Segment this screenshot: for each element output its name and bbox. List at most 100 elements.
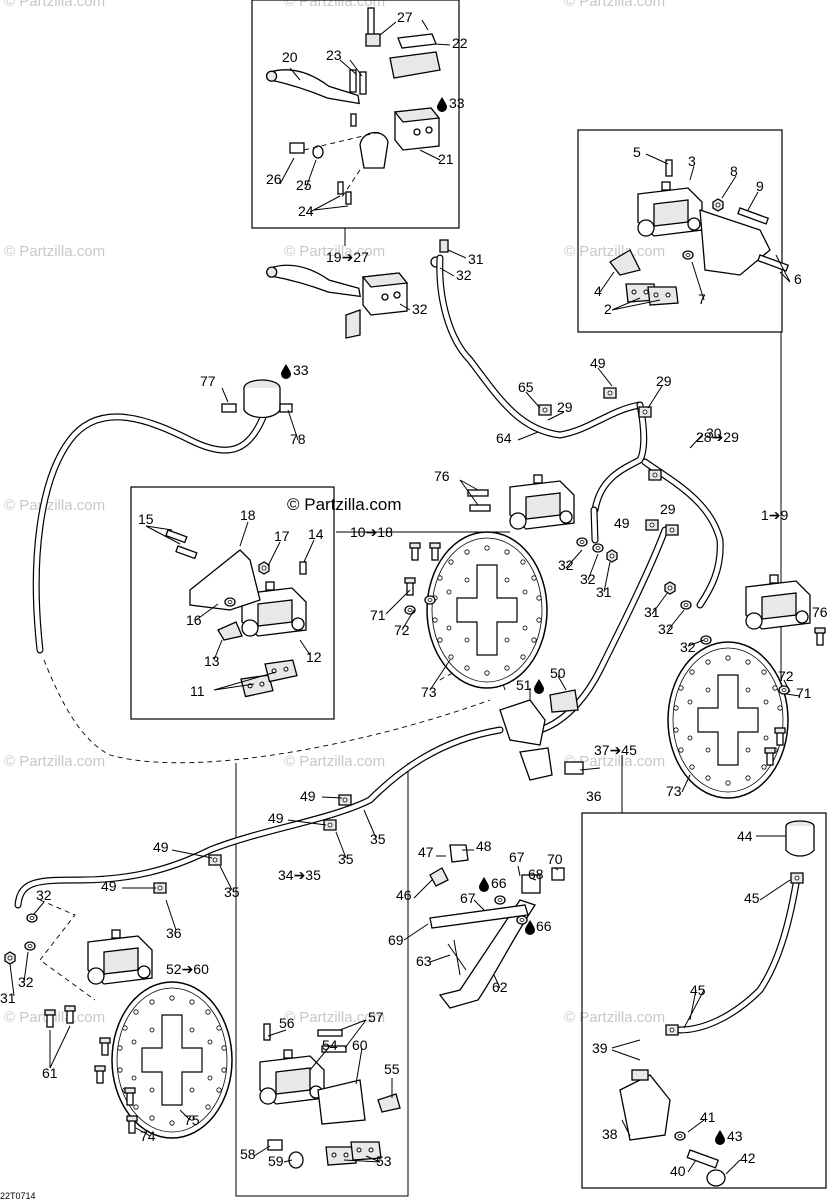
callout-33b: 33: [293, 362, 309, 378]
callout-19-to-27: 19➔27: [326, 249, 369, 265]
callout-38: 38: [602, 1126, 618, 1142]
callout-74: 74: [140, 1128, 156, 1144]
callout-32f: 32: [680, 639, 696, 655]
callout-21: 21: [438, 151, 454, 167]
callout-17: 17: [274, 528, 290, 544]
callout-66b: 66: [536, 918, 552, 934]
callout-63: 63: [416, 953, 432, 969]
callout-29c: 29: [660, 501, 676, 517]
callout-72a: 72: [394, 622, 410, 638]
callout-36b: 36: [166, 925, 182, 941]
callout-64: 64: [496, 430, 512, 446]
callout-13: 13: [204, 653, 220, 669]
callout-69: 69: [388, 932, 404, 948]
left-front-caliper-detail-box: [130, 486, 335, 720]
callout-5: 5: [633, 144, 641, 160]
callout-35b: 35: [338, 851, 354, 867]
callout-1-to-9: 1➔9: [761, 507, 789, 523]
callout-29a: 29: [656, 373, 672, 389]
callout-59: 59: [268, 1153, 284, 1169]
callout-34-to-35: 34➔35: [278, 867, 321, 883]
callout-31a: 31: [468, 251, 484, 267]
callout-51: 51: [516, 677, 532, 693]
callout-53: 53: [376, 1153, 392, 1169]
callout-leader-lines: [9, 21, 801, 1175]
callout-49f: 49: [101, 878, 117, 894]
callout-54: 54: [322, 1037, 338, 1053]
watermark-text: © Partzilla.com: [4, 497, 105, 514]
callout-66a: 66: [491, 875, 507, 891]
callout-35a: 35: [370, 831, 386, 847]
callout-75: 75: [184, 1112, 200, 1128]
callout-49c: 49: [300, 788, 316, 804]
callout-70: 70: [547, 851, 563, 867]
watermark-text: © Partzilla.com: [284, 0, 385, 10]
watermark-text: © Partzilla.com: [564, 0, 665, 10]
watermark-text: © Partzilla.com: [564, 243, 665, 260]
callout-33a: 33: [449, 95, 465, 111]
callout-26: 26: [266, 171, 282, 187]
callout-24: 24: [298, 203, 314, 219]
callout-35c: 35: [224, 884, 240, 900]
callout-76a: 76: [434, 468, 450, 484]
watermark-text: © Partzilla.com: [4, 1009, 105, 1026]
callout-37-to-45: 37➔45: [594, 742, 637, 758]
callout-4: 4: [594, 283, 602, 299]
callout-55: 55: [384, 1061, 400, 1077]
callout-61: 61: [42, 1065, 58, 1081]
callout-67a: 67: [509, 849, 525, 865]
callout-40: 40: [670, 1163, 686, 1179]
callout-22: 22: [452, 35, 468, 51]
callout-50: 50: [550, 665, 566, 681]
callout-60: 60: [352, 1037, 368, 1053]
rear-brake-pedal: [429, 844, 565, 1009]
front-master-cylinder-exploded: [264, 7, 441, 205]
callout-31b: 31: [596, 584, 612, 600]
callout-12: 12: [306, 649, 322, 665]
callout-30: 30: [706, 425, 722, 441]
callout-45a: 45: [744, 890, 760, 906]
watermark-text: © Partzilla.com: [4, 0, 105, 10]
callout-44: 44: [737, 828, 753, 844]
master-cylinder-detail-box: [251, 0, 460, 229]
callout-32b: 32: [412, 301, 428, 317]
callout-43: 43: [727, 1128, 743, 1144]
front-reservoir: [221, 379, 293, 419]
callout-32g: 32: [36, 887, 52, 903]
callout-32c: 32: [558, 557, 574, 573]
callout-47: 47: [418, 844, 434, 860]
callout-31d: 31: [0, 990, 16, 1006]
callout-6: 6: [794, 271, 802, 287]
watermark-text: © Partzilla.com: [564, 1009, 665, 1026]
watermark-text: © Partzilla.com: [284, 1009, 385, 1026]
callout-32h: 32: [18, 974, 34, 990]
callout-9: 9: [756, 178, 764, 194]
rear-master-cylinder-exploded: [619, 820, 815, 1187]
brake-hoses: [14, 254, 724, 909]
callout-27: 27: [397, 9, 413, 25]
callout-10-to-18: 10➔18: [350, 524, 393, 540]
callout-18: 18: [240, 507, 256, 523]
front-left-caliper-exploded: [165, 529, 307, 698]
callout-7: 7: [698, 291, 706, 307]
callout-76b: 76: [812, 604, 828, 620]
figure-code: 22T0714: [0, 1191, 36, 1200]
callout-65: 65: [518, 379, 534, 395]
callout-56: 56: [279, 1015, 295, 1031]
callout-67b: 67: [460, 890, 476, 906]
callout-16: 16: [186, 612, 202, 628]
watermark-text: © Partzilla.com: [4, 243, 105, 260]
callout-49b: 49: [614, 515, 630, 531]
callout-32e: 32: [658, 621, 674, 637]
callout-71b: 71: [796, 685, 812, 701]
callout-15: 15: [138, 511, 154, 527]
rear-master-cylinder-detail-box: [581, 812, 827, 1189]
callout-73a: 73: [421, 684, 437, 700]
callout-20: 20: [282, 49, 298, 65]
copyright-text: © Partzilla.com: [287, 495, 402, 514]
callout-36a: 36: [586, 788, 602, 804]
part-labels: 27 22 20 23 33 21 26 25 24 19➔27 31 32 3…: [0, 9, 828, 1200]
callout-52-to-60: 52➔60: [166, 961, 209, 977]
callout-41: 41: [700, 1109, 716, 1125]
